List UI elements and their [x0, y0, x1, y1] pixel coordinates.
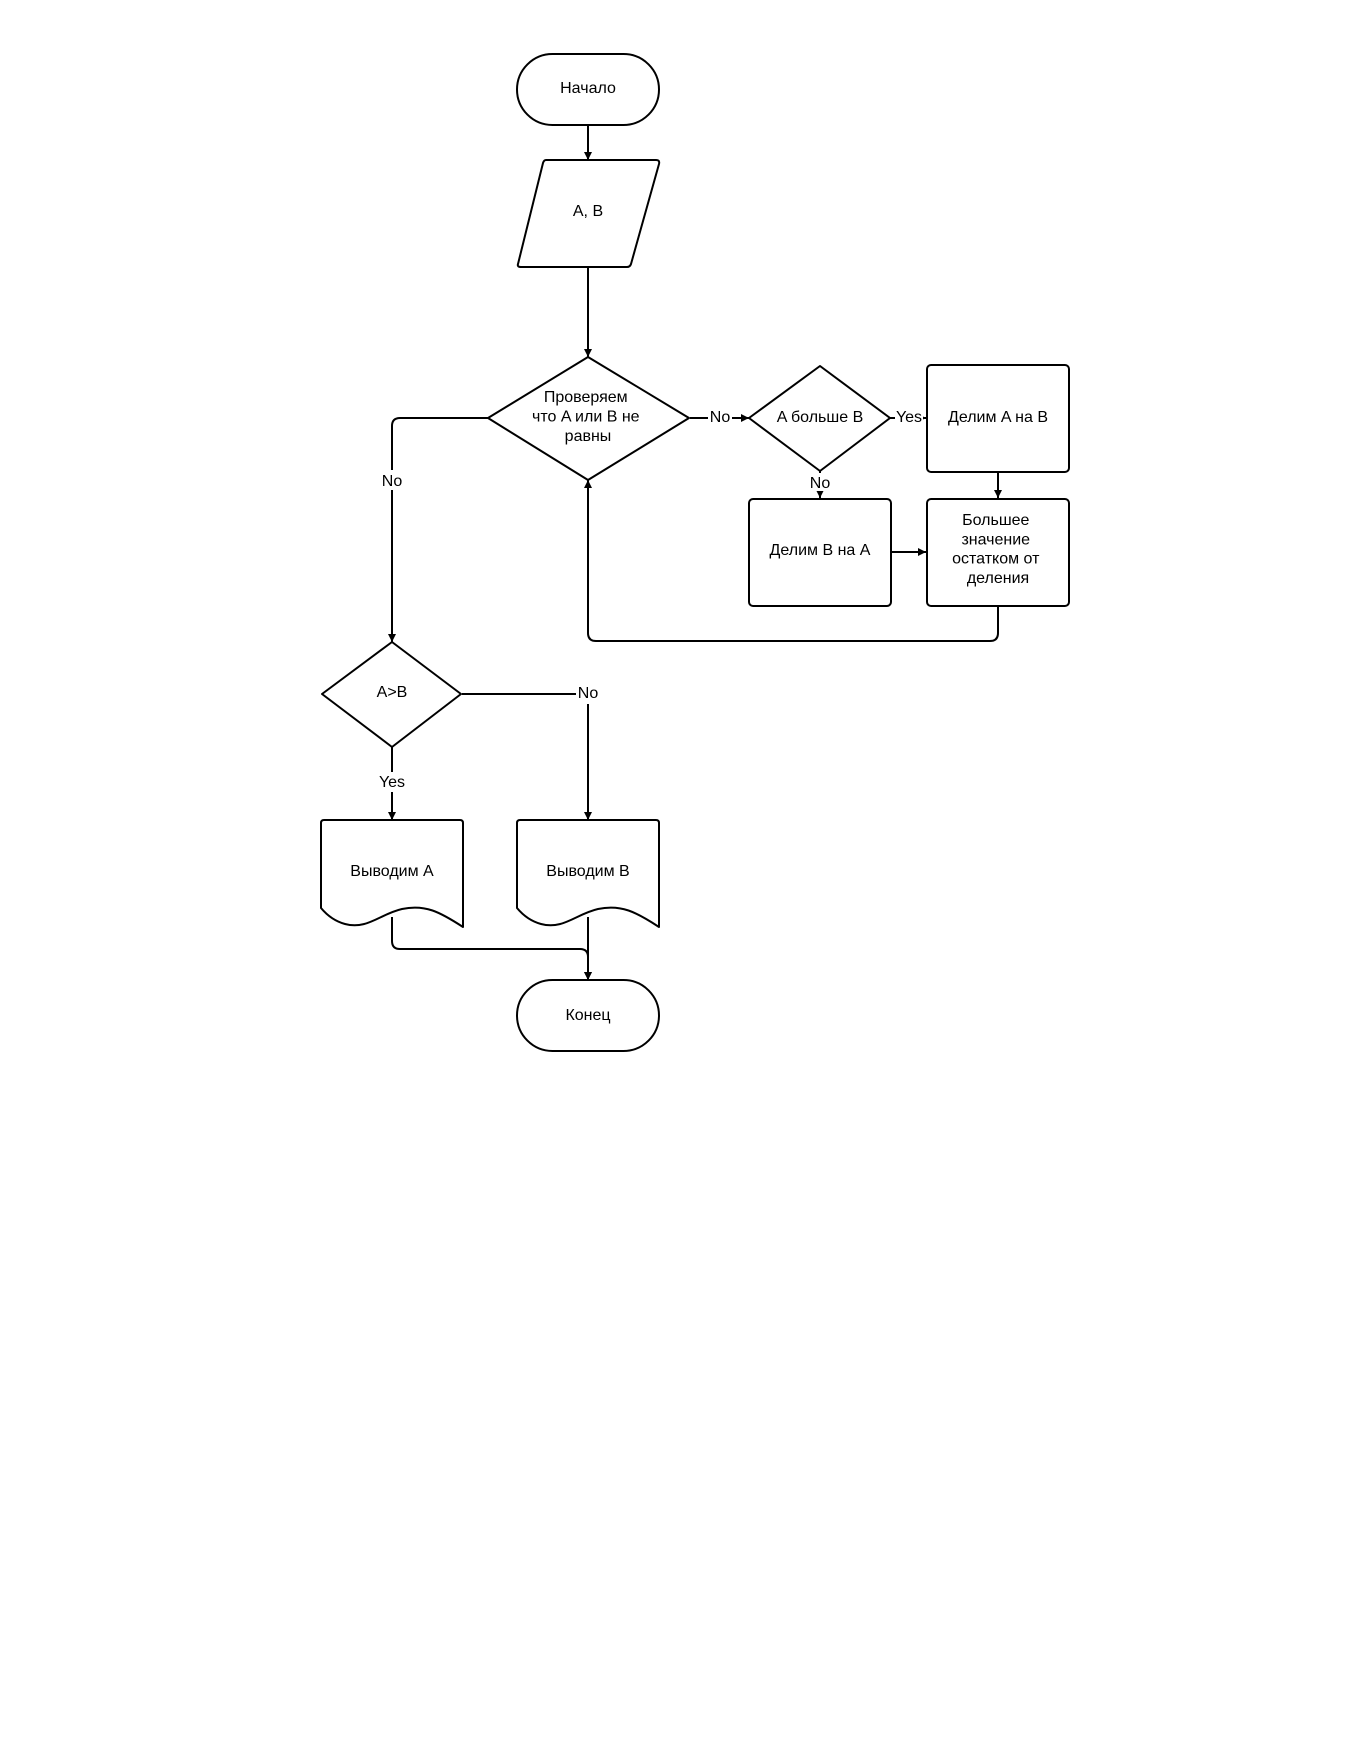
check-decision-diamond: Проверяем что A или B не равны — [487, 356, 690, 481]
nodes: Начало A, B Проверяем что A или B не рав… — [320, 53, 1070, 1052]
replace-larger-line-1: Большее — [962, 512, 1029, 529]
final-compare-decision-diamond: A>B — [321, 641, 462, 748]
end-terminator: Конец — [516, 979, 660, 1052]
replace-larger-label: Большее значение остатком от деления — [952, 512, 1044, 587]
replace-larger-line-4: деления — [967, 570, 1029, 587]
final-yes-label: Yes — [376, 772, 408, 792]
input-label: A, B — [573, 203, 603, 220]
edge-final-compare-to-output-b — [462, 693, 592, 820]
svg-text:No: No — [578, 685, 599, 702]
a-greater-yes-label: Yes — [895, 408, 923, 428]
input-parallelogram: A, B — [516, 159, 661, 268]
svg-text:Yes: Yes — [896, 409, 922, 426]
replace-larger-process: Большее значение остатком от деления — [926, 498, 1070, 607]
output-a-label: Выводим A — [350, 863, 434, 880]
start-label: Начало — [560, 80, 616, 97]
svg-text:No: No — [710, 409, 731, 426]
edge-check-to-final-compare — [388, 417, 488, 642]
check-label: Проверяем что A или B не равны — [532, 389, 644, 445]
check-label-line-1: Проверяем — [544, 389, 628, 406]
check-no-right-label: No — [708, 408, 732, 428]
flowchart: Начало A, B Проверяем что A или B не рав… — [320, 53, 1070, 1052]
a-greater-no-label: No — [808, 473, 832, 492]
final-no-label: No — [576, 684, 600, 704]
replace-larger-line-3: остатком от — [952, 551, 1040, 568]
divide-b-by-a-label: Делим B на A — [770, 542, 871, 559]
edge-output-a-to-end — [391, 917, 592, 980]
replace-larger-line-2: значение — [961, 531, 1030, 548]
output-b-label: Выводим B — [546, 863, 629, 880]
edge-loop-back-to-check — [584, 480, 999, 642]
divide-a-by-b-process: Делим A на B — [926, 364, 1070, 473]
end-label: Конец — [565, 1007, 610, 1024]
output-b-document: Выводим B — [516, 819, 660, 928]
edges — [388, 125, 1002, 980]
check-no-left-label: No — [378, 470, 406, 490]
divide-b-by-a-process: Делим B на A — [748, 498, 892, 607]
divide-a-by-b-label: Делим A на B — [948, 409, 1048, 426]
final-compare-label: A>B — [377, 684, 408, 701]
a-greater-b-decision-diamond: A больше B — [748, 365, 891, 472]
start-terminator: Начало — [516, 53, 660, 126]
svg-text:No: No — [810, 475, 831, 492]
svg-text:Yes: Yes — [379, 774, 405, 791]
check-label-line-2: что A или B не — [532, 409, 640, 426]
output-a-document: Выводим A — [320, 819, 464, 928]
check-label-line-3: равны — [565, 428, 612, 445]
a-greater-b-label: A больше B — [777, 409, 863, 426]
svg-text:No: No — [382, 473, 403, 490]
edge-labels: No No Yes No No Yes — [376, 408, 923, 792]
